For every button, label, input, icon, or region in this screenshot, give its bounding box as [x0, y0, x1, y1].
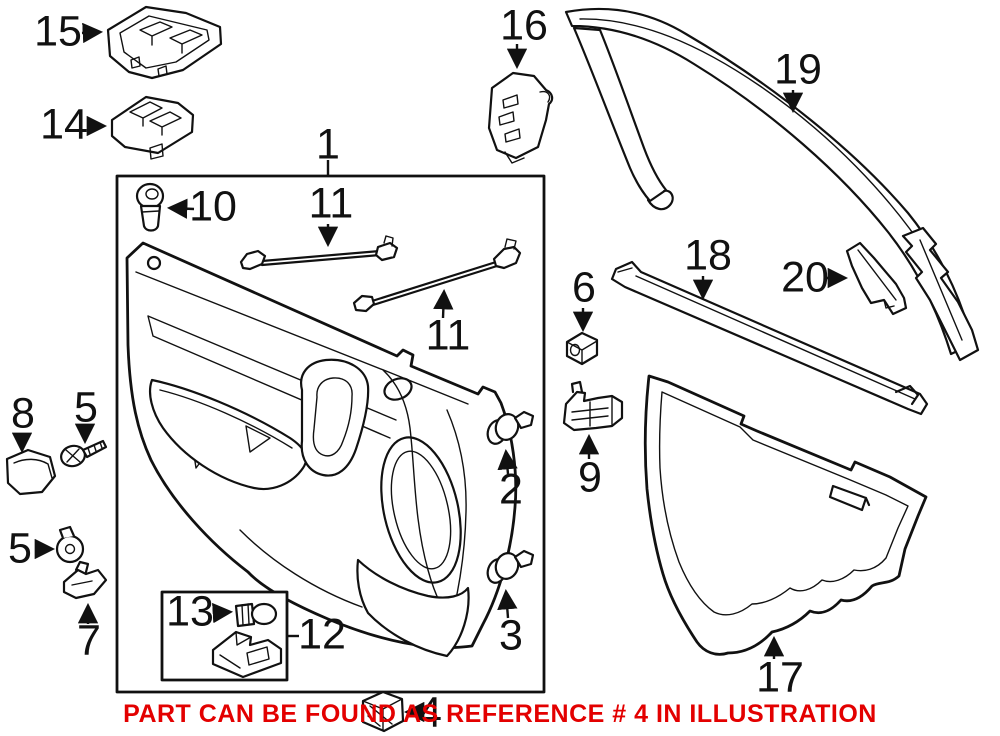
part-5-grommet-icon [55, 525, 85, 564]
callout-16: 16 [500, 1, 548, 50]
part-10-grommet-icon [135, 182, 165, 232]
callout-11b: 11 [425, 311, 471, 360]
callout-9: 9 [578, 453, 602, 502]
callout-6: 6 [572, 263, 596, 312]
callout-3: 3 [499, 611, 523, 660]
callout-18: 18 [684, 231, 732, 280]
callout-19: 19 [774, 45, 822, 94]
part-5-screw-icon [60, 439, 108, 468]
callout-4: 4 [418, 688, 442, 736]
part-14-window-switch-icon [110, 95, 195, 160]
callout-8: 8 [11, 389, 35, 438]
callout-11a: 11 [308, 179, 354, 228]
part-19-glass-run-icon [564, 7, 980, 362]
part-15-switch-bezel-icon [106, 5, 223, 80]
part-11-link-rod-b-icon [352, 238, 522, 313]
part-2-push-pin-icon [486, 410, 535, 445]
part-6-clip-nut-icon [565, 331, 599, 366]
part-17-water-shield-icon [643, 374, 928, 656]
callout-5b: 5 [8, 524, 32, 573]
callout-5a: 5 [74, 383, 98, 432]
callout-7: 7 [77, 616, 101, 665]
part-11-link-rod-a-icon [239, 235, 399, 271]
callout-1: 1 [316, 120, 340, 169]
part-16-side-switch-icon [487, 71, 554, 164]
callout-20: 20 [781, 253, 829, 302]
part-1-door-trim-panel-art [125, 241, 518, 658]
callout-12: 12 [298, 610, 346, 659]
callout-17: 17 [756, 653, 804, 702]
part-18-belt-molding-icon [610, 260, 929, 416]
callout-10: 10 [189, 182, 237, 231]
callout-arrows [11, 22, 849, 723]
reference-caption: PART CAN BE FOUND AS REFERENCE # 4 IN IL… [123, 700, 877, 728]
part-3-push-pin-icon [486, 549, 535, 584]
part-9-bracket-icon [562, 380, 624, 432]
callout-13: 13 [166, 587, 214, 636]
part-4-retainer-clip-icon [361, 690, 405, 733]
callout-15: 15 [34, 7, 82, 56]
part-8-cap-icon [5, 448, 57, 496]
callout-14: 14 [40, 100, 88, 149]
part-7-clip-icon [62, 560, 108, 600]
callout-2: 2 [499, 465, 523, 514]
part-20-sash-trim-icon [845, 241, 908, 316]
